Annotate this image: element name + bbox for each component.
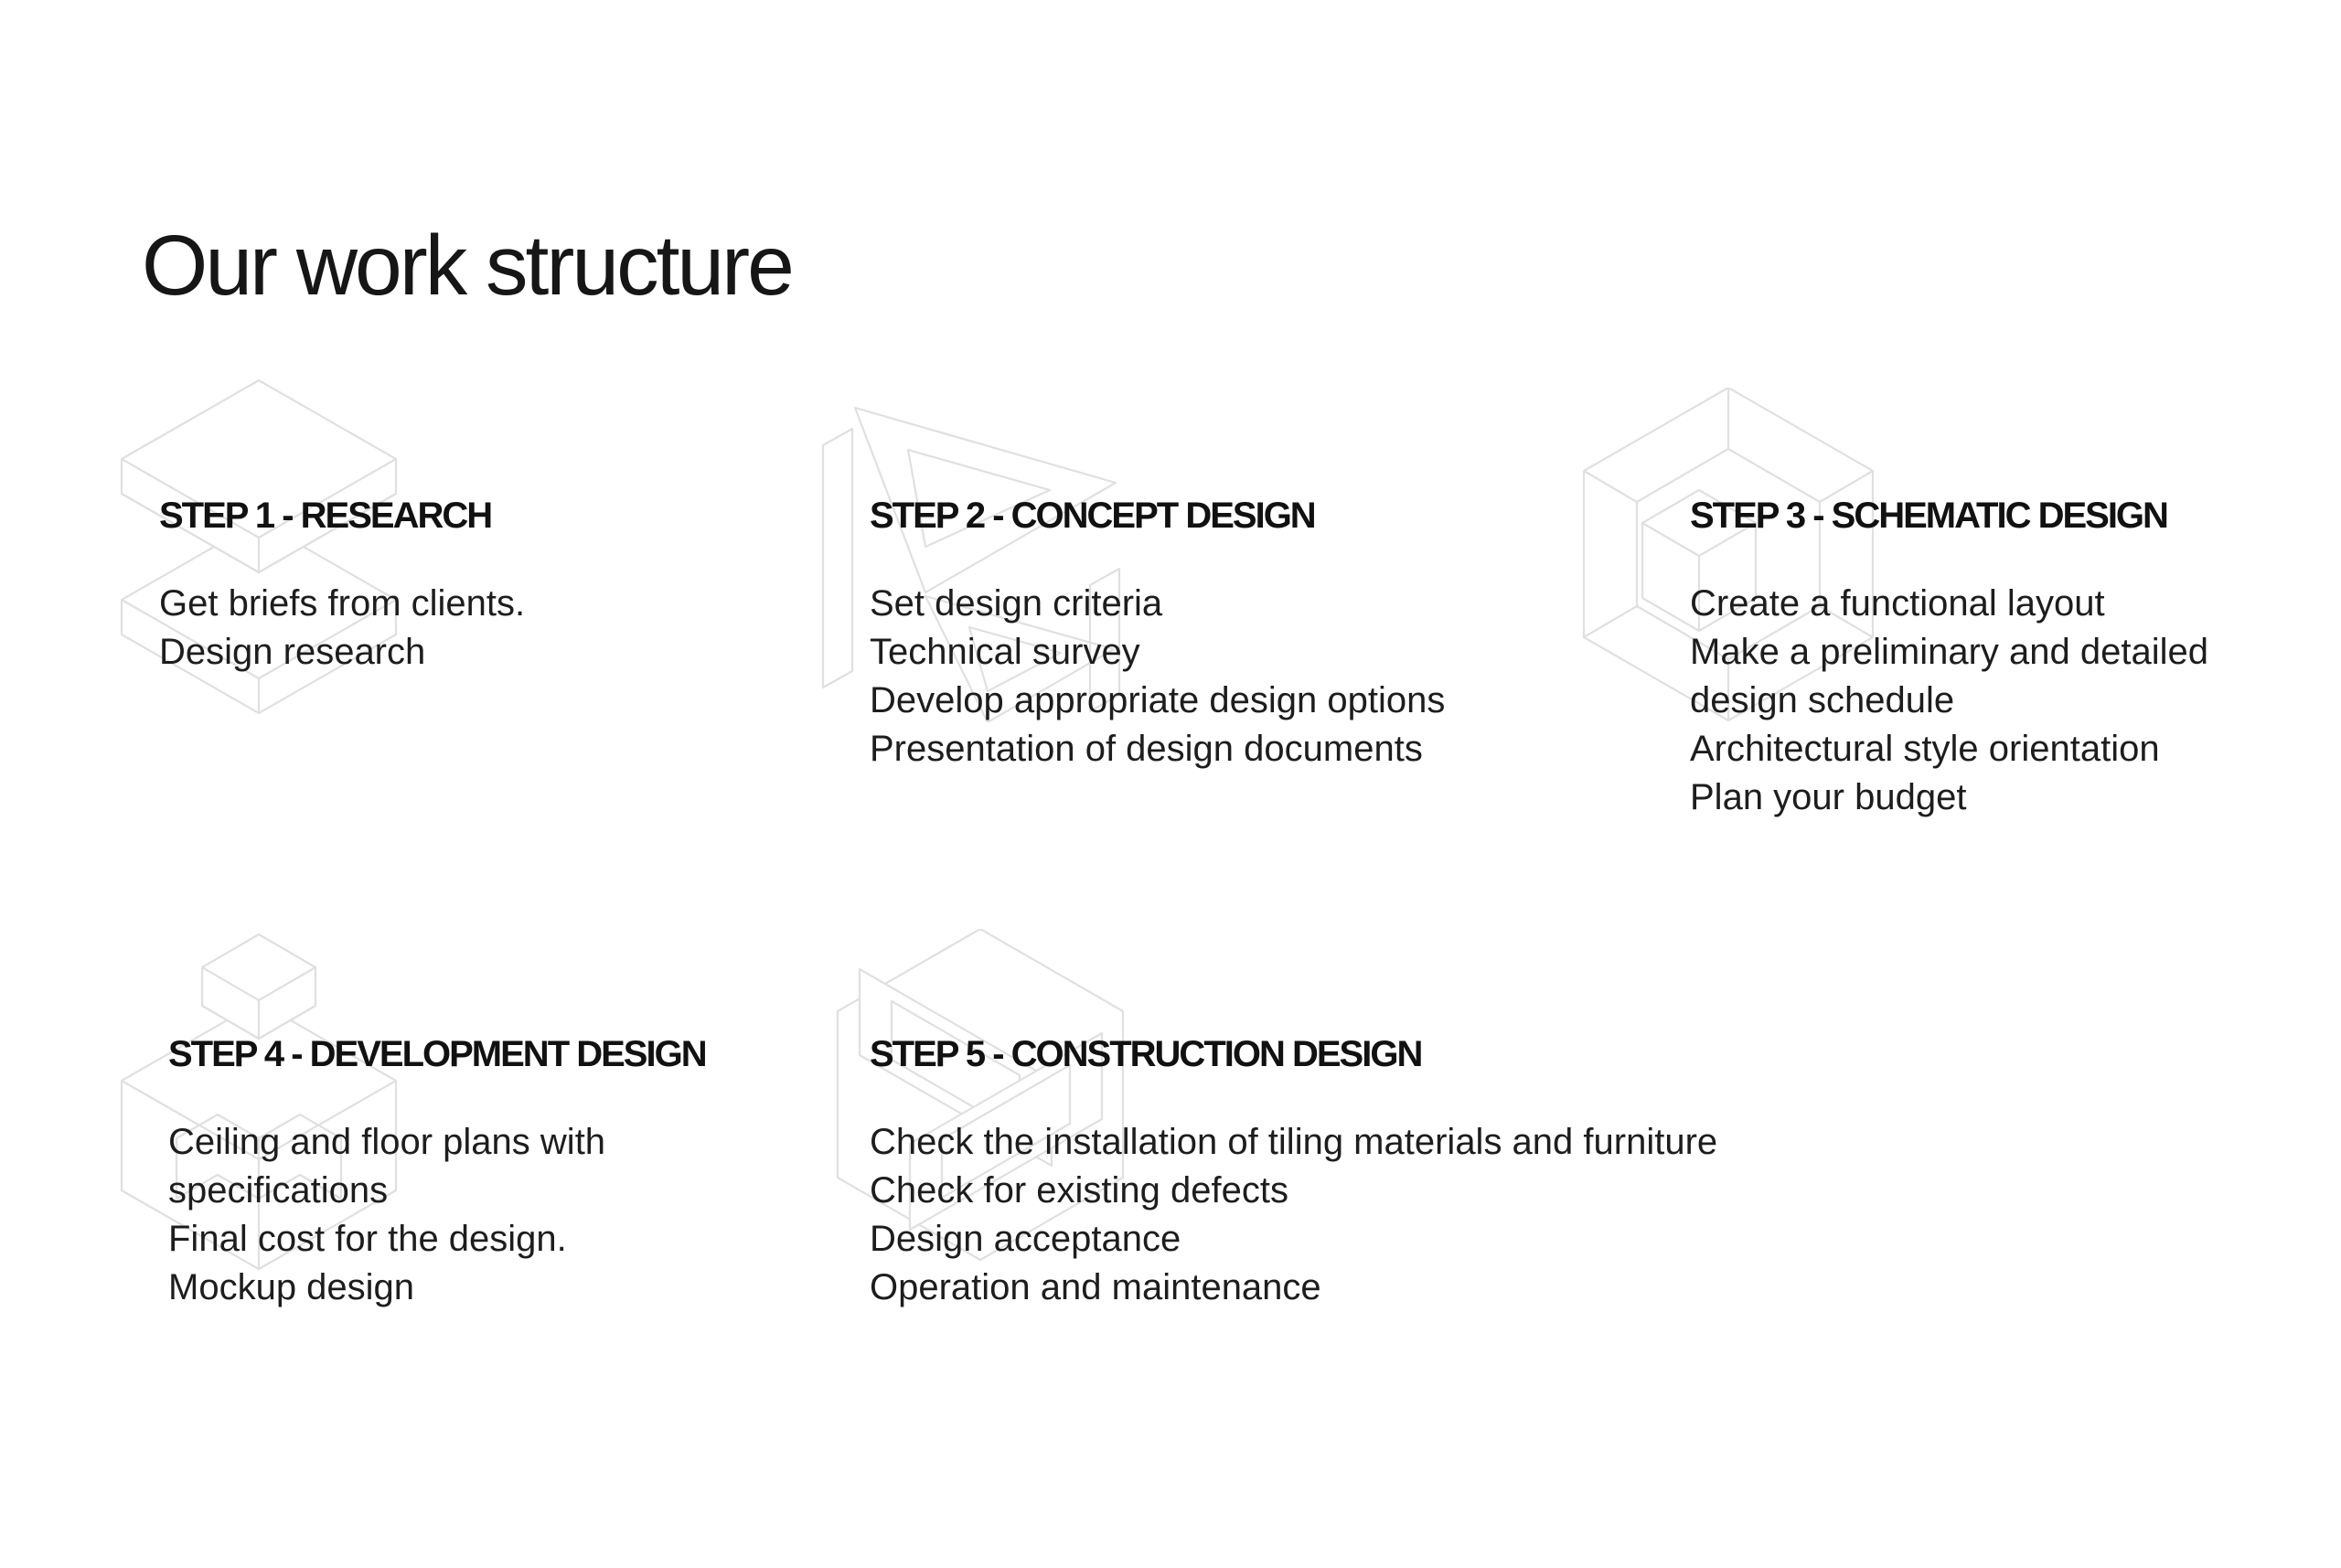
nested-cubes-icon	[1582, 388, 1875, 722]
step-5-body: Check the installation of tiling materia…	[870, 1118, 1717, 1312]
body-line: Make a preliminary and detailed	[1690, 632, 2208, 672]
body-line: Plan your budget	[1690, 777, 1967, 817]
body-line: specifications	[168, 1170, 389, 1211]
body-line: Create a functional layout	[1690, 583, 2105, 624]
step-1-heading: STEP 1 - RESEARCH	[159, 496, 493, 536]
body-line: Set design criteria	[870, 583, 1163, 624]
body-line: design schedule	[1690, 680, 1955, 720]
body-line: Ceiling and floor plans with	[168, 1122, 606, 1162]
step-block-2: STEP 2 - CONCEPT DESIGN Set design crite…	[870, 495, 1445, 773]
step-3-heading: STEP 3 - SCHEMATIC DESIGN	[1690, 496, 2169, 536]
body-line: Design research	[159, 632, 426, 672]
step-block-3: STEP 3 - SCHEMATIC DESIGN Create a funct…	[1690, 495, 2208, 822]
cube-stack-icon	[120, 933, 398, 1271]
stacked-slabs-icon	[120, 379, 398, 717]
step-2-heading: STEP 2 - CONCEPT DESIGN	[870, 496, 1317, 536]
body-line: Operation and maintenance	[870, 1267, 1321, 1307]
body-line: Mockup design	[168, 1267, 415, 1307]
step-block-1: STEP 1 - RESEARCH Get briefs from client…	[159, 495, 525, 677]
body-line: Design acceptance	[870, 1219, 1181, 1259]
step-1-body: Get briefs from clients. Design research	[159, 580, 525, 677]
step-4-heading: STEP 4 - DEVELOPMENT DESIGN	[168, 1034, 708, 1074]
step-2-body: Set design criteria Technical survey Dev…	[870, 580, 1445, 773]
step-5-heading: STEP 5 - CONSTRUCTION DESIGN	[870, 1034, 1423, 1074]
body-line: Final cost for the design.	[168, 1219, 567, 1259]
step-3-body: Create a functional layout Make a prelim…	[1690, 580, 2208, 822]
body-line: Check the installation of tiling materia…	[870, 1122, 1718, 1162]
body-line: Technical survey	[870, 632, 1140, 672]
interlocked-links-icon	[826, 929, 1131, 1269]
step-block-4: STEP 4 - DEVELOPMENT DESIGN Ceiling and …	[168, 1033, 708, 1312]
body-line: Presentation of design documents	[870, 729, 1423, 769]
step-4-body: Ceiling and floor plans with specificati…	[168, 1118, 706, 1312]
body-line: Architectural style orientation	[1690, 729, 2160, 769]
step-block-5: STEP 5 - CONSTRUCTION DESIGN Check the i…	[870, 1033, 1717, 1312]
body-line: Check for existing defects	[870, 1170, 1288, 1211]
isometric-monogram-icon	[819, 384, 1125, 722]
body-line: Get briefs from clients.	[159, 583, 526, 624]
page-title: Our work structure	[142, 218, 795, 313]
body-line: Develop appropriate design options	[870, 680, 1446, 720]
